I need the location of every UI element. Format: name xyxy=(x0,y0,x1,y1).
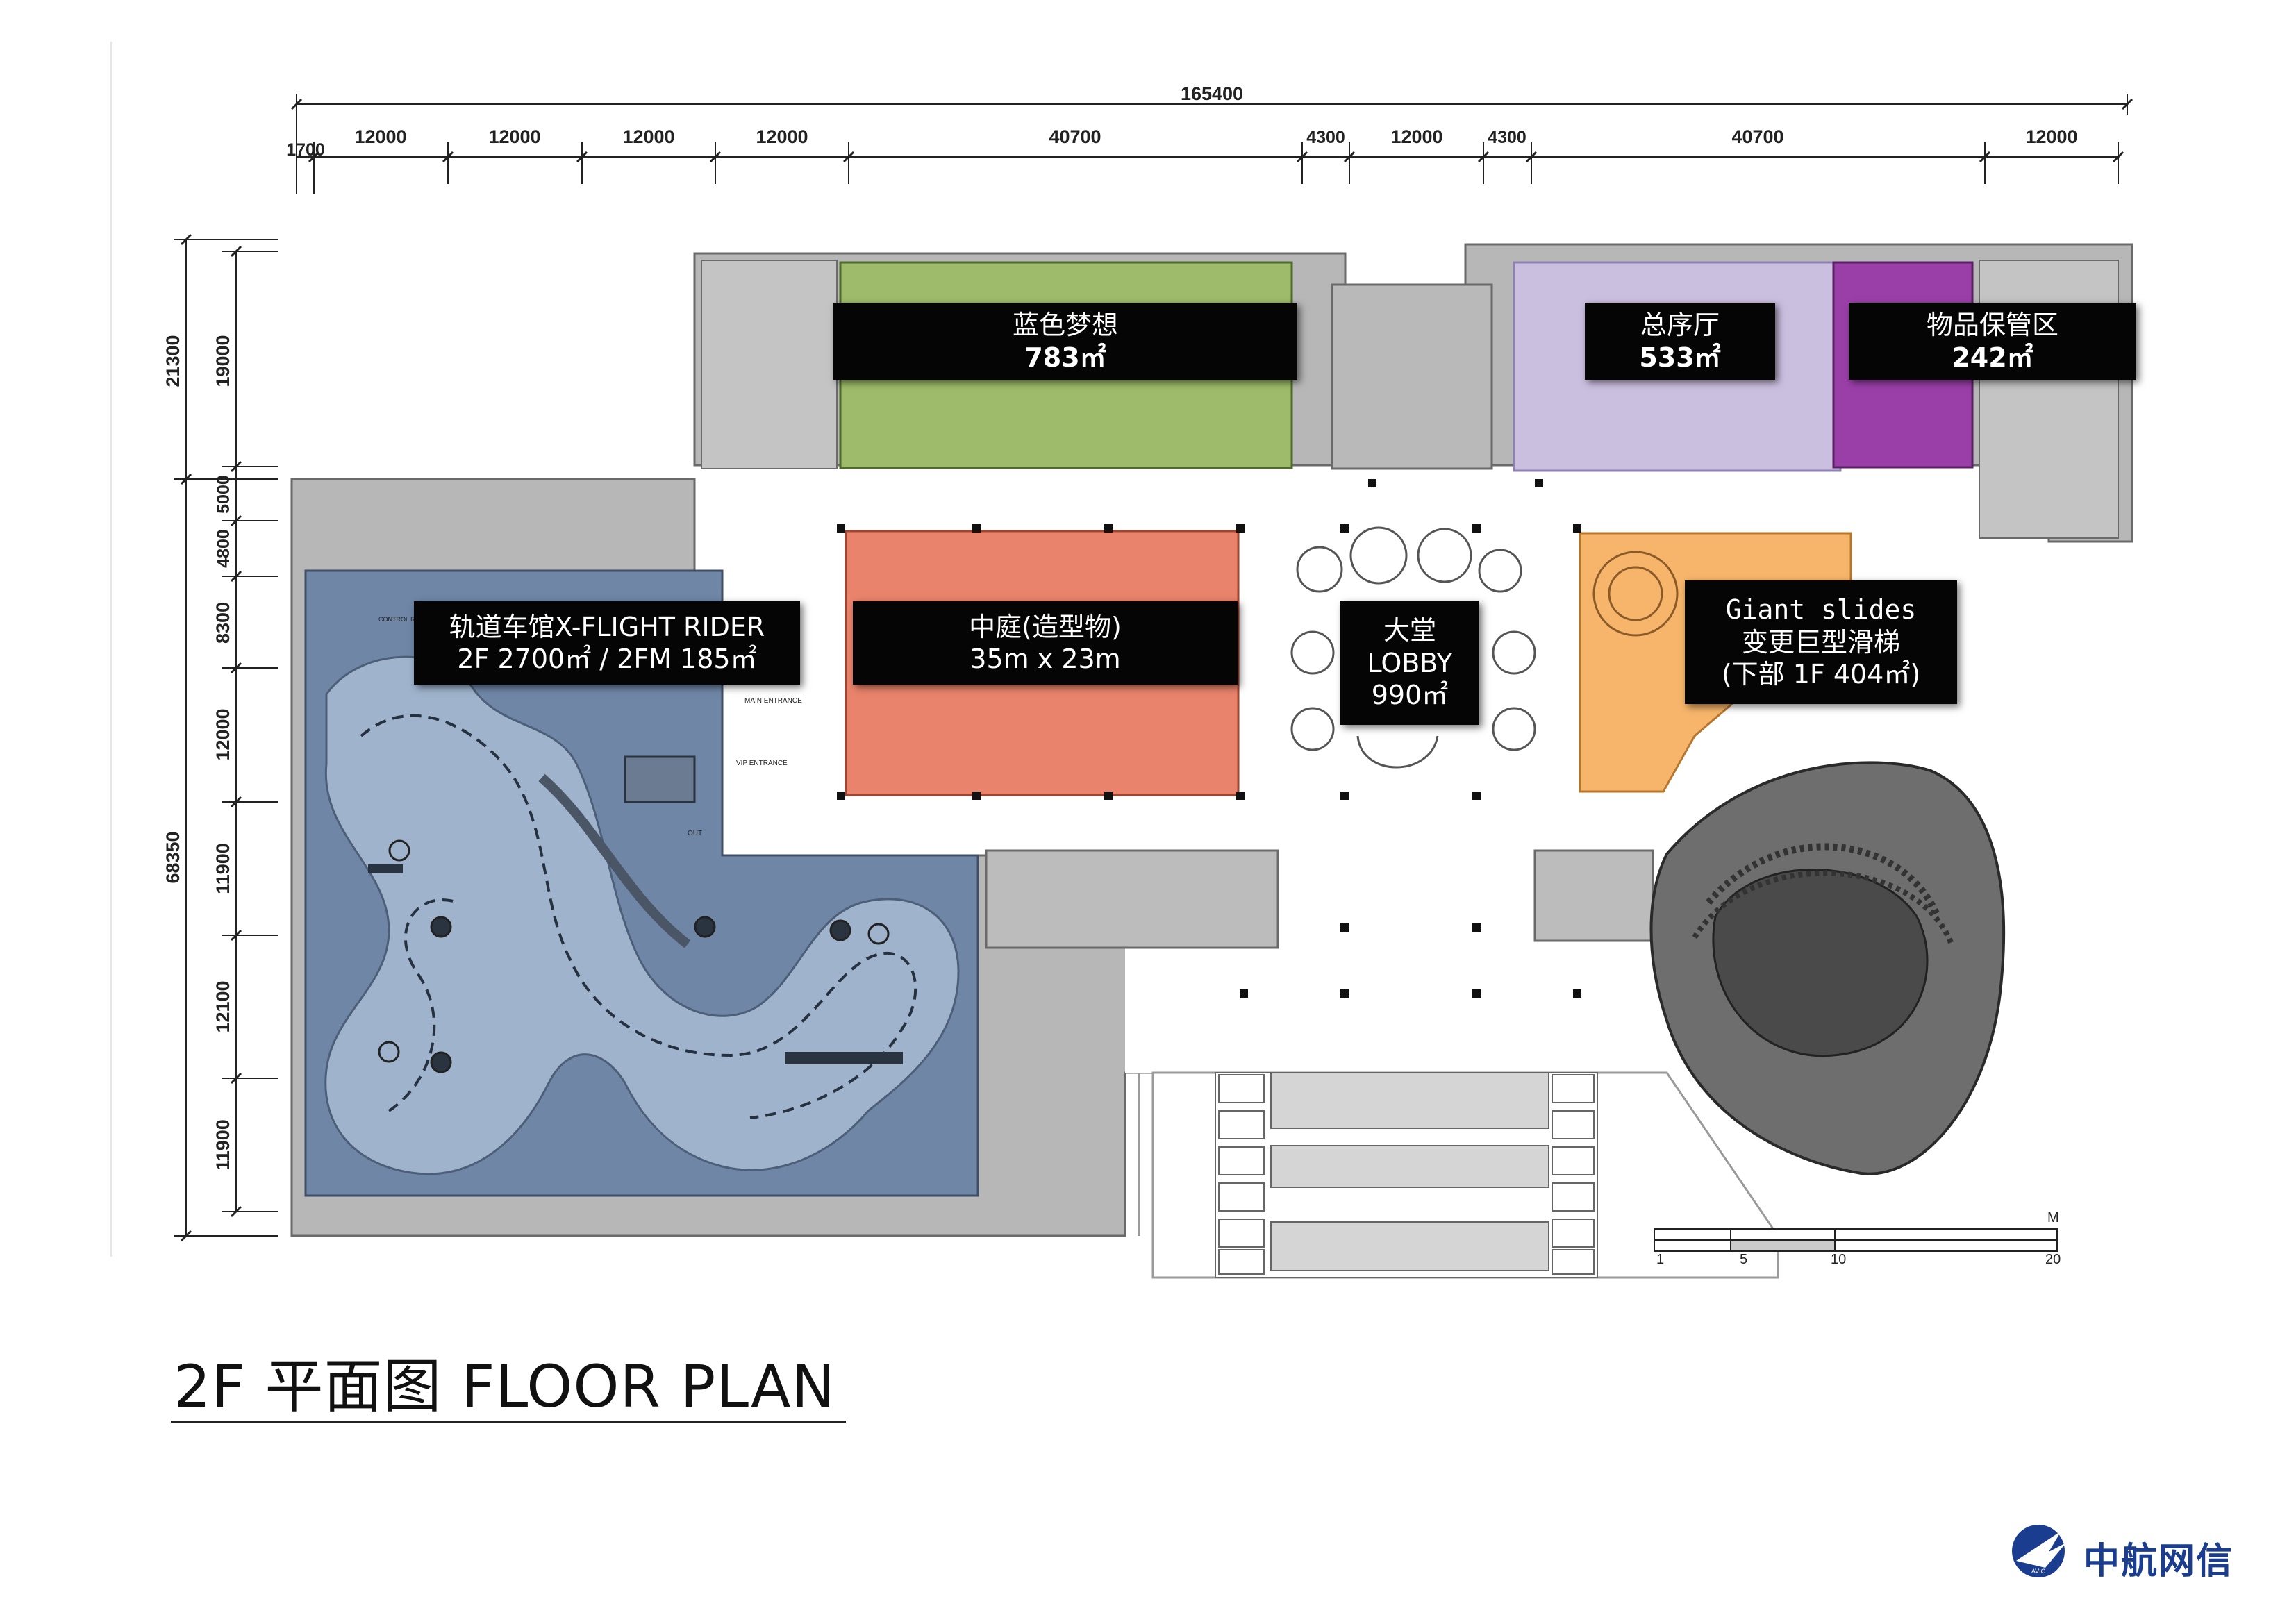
segment-dimension: 12000 xyxy=(1390,126,1442,147)
label-main-hall: 总序厅 533㎡ xyxy=(1585,303,1775,380)
label-area: 533㎡ xyxy=(1639,342,1721,373)
label-name-en: Giant slides xyxy=(1725,594,1917,626)
label-area: (下部 1F 404㎡) xyxy=(1721,659,1921,690)
lobby-seating xyxy=(1290,526,1536,769)
flight-rider-track xyxy=(324,655,960,1175)
label-name-cn: 大堂 xyxy=(1383,615,1436,646)
scale-tick: 20 xyxy=(2045,1252,2061,1267)
segment-dimension: 12000 xyxy=(488,126,540,147)
label-name: 物品保管区 xyxy=(1926,310,2058,341)
label-lobby: 大堂 LOBBY 990㎡ xyxy=(1340,601,1479,725)
label-name-cn: 变更巨型滑梯 xyxy=(1741,626,1900,658)
title-underline xyxy=(171,1421,846,1423)
vertical-dimension: 12100 xyxy=(213,980,233,1032)
main-entrance-mark: MAIN ENTRANCE xyxy=(744,697,802,705)
segment-dimension: 40700 xyxy=(1049,126,1101,147)
slide-spiral xyxy=(1592,551,1679,637)
theater xyxy=(1649,761,2006,1175)
segment-dimension-labels: 1700 12000 12000 12000 12000 40700 4300 … xyxy=(286,126,2077,160)
label-name: 轨道车馆X-FLIGHT RIDER xyxy=(449,611,765,642)
vertical-dimension: 8300 xyxy=(213,602,233,644)
structural-columns xyxy=(837,479,1581,998)
label-atrium: 中庭(造型物) 35m x 23m xyxy=(853,601,1238,685)
vertical-dimension: 21300 xyxy=(163,335,183,387)
label-area: 242㎡ xyxy=(1952,342,2033,373)
out-mark: OUT xyxy=(688,830,702,837)
vertical-dimension: 19000 xyxy=(213,335,233,387)
label-area: 990㎡ xyxy=(1371,680,1449,711)
segment-dimension: 40700 xyxy=(1731,126,1783,147)
logo-sub: AVIC xyxy=(2031,1568,2046,1575)
segment-dimension: 12000 xyxy=(622,126,674,147)
label-name: 中庭(造型物) xyxy=(969,611,1122,642)
avic-logo-icon: AVIC xyxy=(2012,1525,2066,1577)
vertical-dimension: 11900 xyxy=(213,1119,233,1171)
left-dimension-ticks xyxy=(180,233,242,1242)
vertical-dimension: 11900 xyxy=(213,843,233,894)
label-area: 2F 2700㎡ / 2FM 185㎡ xyxy=(457,644,757,674)
label-size: 35m x 23m xyxy=(970,644,1121,674)
label-name: 蓝色梦想 xyxy=(1012,310,1118,341)
left-dimension-lines xyxy=(174,239,278,1237)
scale-unit: M xyxy=(2047,1210,2059,1225)
segment-dimension: 4300 xyxy=(1488,128,1526,147)
vertical-dimension: 4800 xyxy=(214,529,233,568)
label-name: 总序厅 xyxy=(1640,310,1720,341)
segment-dimension: 4300 xyxy=(1306,128,1345,147)
segment-dimension: 12000 xyxy=(354,126,406,147)
label-giant-slides: Giant slides 变更巨型滑梯 (下部 1F 404㎡) xyxy=(1685,580,1957,704)
top-dimension-lines xyxy=(296,94,2128,194)
vip-entrance-mark: VIP ENTRANCE xyxy=(736,760,788,767)
label-name-en: LOBBY xyxy=(1367,647,1453,678)
vertical-dimension: 5000 xyxy=(214,475,233,514)
label-flight-rider: 轨道车馆X-FLIGHT RIDER 2F 2700㎡ / 2FM 185㎡ xyxy=(414,601,800,685)
scale-tick: 5 xyxy=(1740,1252,1747,1267)
label-blue-dream: 蓝色梦想 783㎡ xyxy=(833,303,1297,380)
label-area: 783㎡ xyxy=(1024,342,1106,373)
logo-text: 中航网信 xyxy=(2083,1541,2234,1582)
page-title: 2F 平面图 FLOOR PLAN xyxy=(174,1353,836,1421)
segment-dimension: 12000 xyxy=(756,126,808,147)
total-width-dimension: 165400 xyxy=(1181,83,1243,104)
label-storage: 物品保管区 242㎡ xyxy=(1849,303,2136,380)
left-dimension-labels: 21300 68350 19000 5000 4800 8300 12000 1… xyxy=(163,335,233,1170)
top-dimension-ticks xyxy=(290,98,2133,163)
vertical-dimension: 12000 xyxy=(213,708,233,760)
control-room-mark: CONTROL ROOM xyxy=(378,616,430,623)
segment-dimension: 1700 xyxy=(286,140,325,160)
bottom-stairs xyxy=(1215,1072,1598,1278)
scale-tick: 1 xyxy=(1656,1252,1664,1267)
segment-dimension: 12000 xyxy=(2025,126,2077,147)
scale-tick: 10 xyxy=(1831,1252,1846,1267)
vertical-dimension: 68350 xyxy=(163,831,183,883)
scale-bar: M 1 5 10 20 xyxy=(1654,1210,2061,1267)
